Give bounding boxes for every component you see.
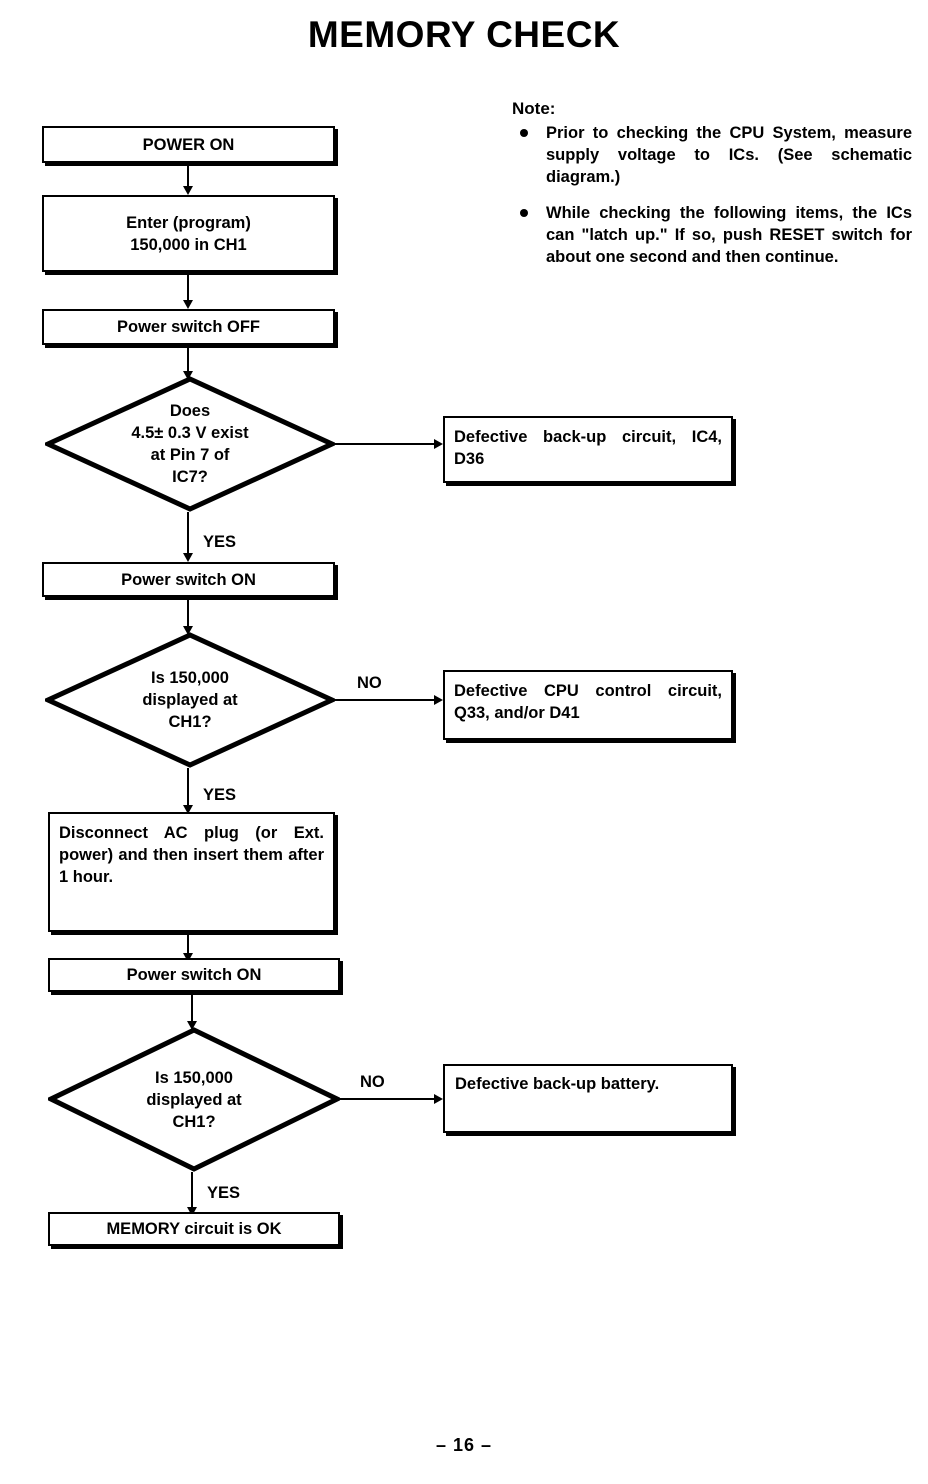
flow-node-power-switch-off: Power switch OFF xyxy=(42,309,335,345)
flow-node-label: Power switch OFF xyxy=(116,318,261,336)
connector-line xyxy=(332,699,435,701)
note-item: While checking the following items, the … xyxy=(512,202,912,268)
note-item: Prior to checking the CPU System, measur… xyxy=(512,122,912,188)
flow-result-label: Defective CPU control circuit, Q33, and/… xyxy=(454,682,722,722)
flow-decision-display-check-2: Is 150,000 displayed at CH1? xyxy=(48,1027,340,1172)
flow-node-label: Power switch ON xyxy=(126,966,262,984)
flow-node-power-switch-on-1: Power switch ON xyxy=(42,562,335,597)
arrow-icon xyxy=(183,953,193,962)
connector-line xyxy=(187,345,189,374)
branch-label-no: NO xyxy=(357,674,382,692)
flow-node-label: POWER ON xyxy=(142,135,235,154)
connector-line xyxy=(191,992,193,1024)
flow-node-enter-program: Enter (program) 150,000 in CH1 xyxy=(42,195,335,272)
flow-node-memory-ok: MEMORY circuit is OK xyxy=(48,1212,340,1246)
connector-line xyxy=(187,768,189,808)
connector-line xyxy=(332,443,435,445)
flow-decision-label: Is 150,000 displayed at CH1? xyxy=(142,669,238,731)
connector-line xyxy=(187,932,189,956)
bullet-icon xyxy=(520,209,528,217)
flow-result-defective-cpu-control: Defective CPU control circuit, Q33, and/… xyxy=(443,670,733,740)
arrow-icon xyxy=(183,371,193,380)
connector-line xyxy=(187,597,189,629)
arrow-icon xyxy=(183,805,193,814)
page-number: – 16 – xyxy=(435,1435,493,1455)
note-block: Note: Prior to checking the CPU System, … xyxy=(512,99,912,268)
connector-line xyxy=(187,272,189,300)
flow-result-defective-backup-battery: Defective back-up battery. xyxy=(443,1064,733,1133)
flow-result-label: Defective back-up battery. xyxy=(455,1075,660,1093)
arrow-icon xyxy=(434,1094,443,1104)
arrow-icon xyxy=(183,186,193,195)
note-heading: Note: xyxy=(512,99,556,118)
flow-decision-label: Does 4.5± 0.3 V exist at Pin 7 of IC7? xyxy=(131,402,249,486)
flow-node-disconnect-ac-plug: Disconnect AC plug (or Ext. power) and t… xyxy=(48,812,335,932)
flow-node-label: MEMORY circuit is OK xyxy=(106,1220,282,1238)
note-item-text: Prior to checking the CPU System, measur… xyxy=(546,124,912,186)
connector-line xyxy=(187,163,189,187)
flow-result-label: Defective back-up circuit, IC4, D36 xyxy=(454,428,722,468)
branch-label-yes: YES xyxy=(207,1184,241,1202)
page-title: MEMORY CHECK xyxy=(307,14,621,55)
flow-decision-display-check-1: Is 150,000 displayed at CH1? xyxy=(45,632,335,768)
flow-decision-voltage-check: Does 4.5± 0.3 V exist at Pin 7 of IC7? xyxy=(45,376,335,512)
flow-node-label: Disconnect AC plug (or Ext. power) and t… xyxy=(59,824,324,886)
arrow-icon xyxy=(183,626,193,635)
arrow-icon xyxy=(183,300,193,309)
arrow-icon xyxy=(187,1021,197,1030)
diamond-shape-icon xyxy=(45,376,335,512)
flow-node-power-on: POWER ON xyxy=(42,126,335,163)
branch-label-yes: YES xyxy=(203,533,237,551)
diamond-shape-icon xyxy=(45,632,335,768)
arrow-icon xyxy=(434,439,443,449)
arrow-icon xyxy=(434,695,443,705)
flow-node-label: Power switch ON xyxy=(121,570,256,589)
note-item-text: While checking the following items, the … xyxy=(546,204,912,266)
connector-line xyxy=(187,512,189,556)
bullet-icon xyxy=(520,129,528,137)
branch-label-no: NO xyxy=(360,1073,385,1091)
flow-decision-label: Is 150,000 displayed at CH1? xyxy=(146,1068,242,1131)
connector-line xyxy=(191,1172,193,1210)
flow-node-label: Enter (program) 150,000 in CH1 xyxy=(126,213,251,254)
branch-label-yes: YES xyxy=(203,786,237,804)
connector-line xyxy=(337,1098,435,1100)
arrow-icon xyxy=(183,553,193,562)
flow-node-power-switch-on-2: Power switch ON xyxy=(48,958,340,992)
arrow-icon xyxy=(187,1207,197,1216)
diamond-shape-icon xyxy=(48,1027,340,1172)
flow-result-defective-backup-circuit: Defective back-up circuit, IC4, D36 xyxy=(443,416,733,483)
